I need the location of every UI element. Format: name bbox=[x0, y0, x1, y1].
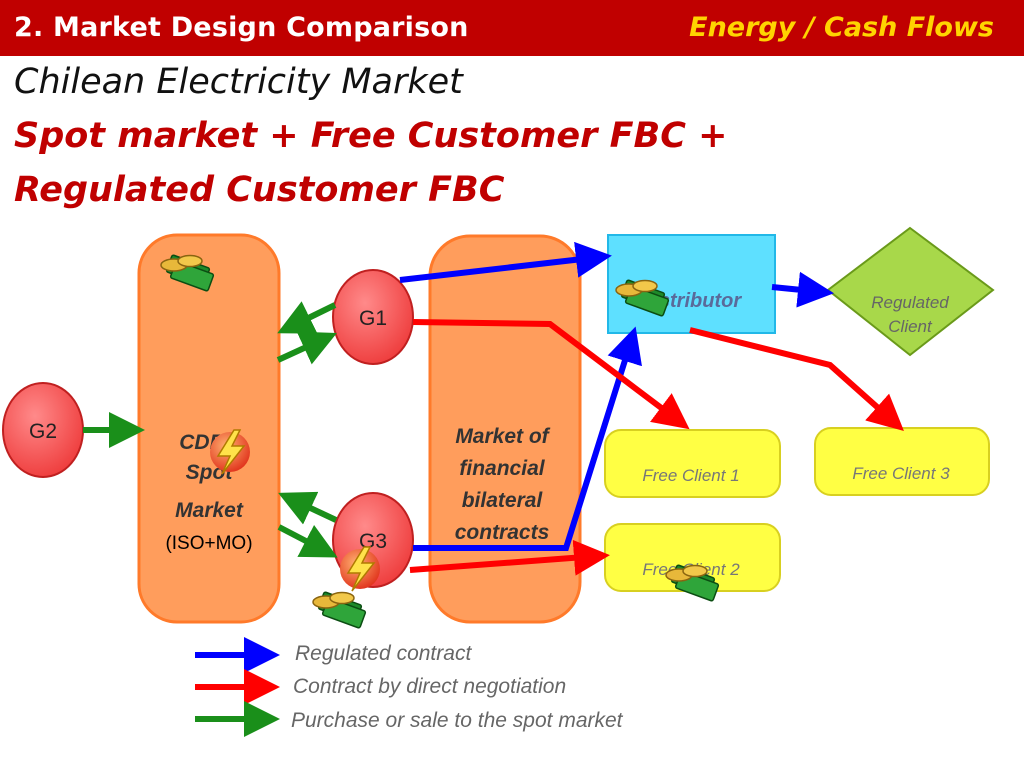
spot-market-label-3: Market bbox=[175, 499, 244, 522]
arrow-g1-to-free-client-1 bbox=[412, 319, 690, 430]
financial-market-box bbox=[428, 234, 582, 624]
arrow-g3-to-spot bbox=[278, 491, 338, 525]
free-client-3-label: Free Client 3 bbox=[852, 464, 950, 483]
financial-market-label-1: Market of bbox=[455, 425, 550, 448]
spot-market-box bbox=[137, 233, 281, 624]
financial-market-label-2: financial bbox=[459, 457, 545, 480]
header-bar: 2. Market Design Comparison Energy / Cas… bbox=[0, 0, 1024, 56]
arrow-g3-to-free-client-2 bbox=[409, 539, 610, 576]
arrow-g1-to-spot bbox=[277, 301, 337, 334]
legend-regulated-label: Regulated contract bbox=[295, 642, 472, 665]
free-client-1-label: Free Client 1 bbox=[642, 466, 739, 485]
slide-title: Chilean Electricity Market bbox=[14, 62, 463, 102]
legend-direct-label: Contract by direct negotiation bbox=[293, 675, 566, 698]
arrow-g3-to-distributor bbox=[413, 326, 642, 551]
regulated-client-diamond bbox=[826, 226, 995, 357]
topic-title: Energy / Cash Flows bbox=[689, 12, 994, 43]
arrow-g1-to-distributor bbox=[399, 241, 612, 283]
generator-g1 bbox=[332, 269, 414, 365]
g2-label: G2 bbox=[29, 420, 57, 443]
money-icon bbox=[312, 590, 367, 630]
financial-market-label-4: contracts bbox=[455, 521, 550, 544]
free-client-3-box bbox=[814, 427, 990, 496]
financial-market-label-3: bilateral bbox=[462, 489, 544, 512]
regulated-client-label-2: Client bbox=[888, 317, 933, 336]
g1-label: G1 bbox=[359, 307, 387, 330]
arrow-spot-to-g1 bbox=[276, 331, 337, 365]
arrow-distributor-to-free-client-3 bbox=[689, 327, 904, 431]
free-client-1-box bbox=[604, 429, 781, 498]
section-title: 2. Market Design Comparison bbox=[14, 12, 469, 43]
arrow-spot-to-g3 bbox=[277, 524, 338, 558]
subtitle-line-2: Regulated Customer FBC bbox=[14, 170, 505, 210]
regulated-client-label-1: Regulated bbox=[871, 293, 949, 312]
legend-spot-label: Purchase or sale to the spot market bbox=[291, 709, 624, 732]
arrow-distributor-to-regulated bbox=[771, 271, 834, 308]
subtitle-line-1: Spot market + Free Customer FBC + bbox=[14, 116, 728, 156]
spot-market-note: (ISO+MO) bbox=[165, 533, 252, 554]
